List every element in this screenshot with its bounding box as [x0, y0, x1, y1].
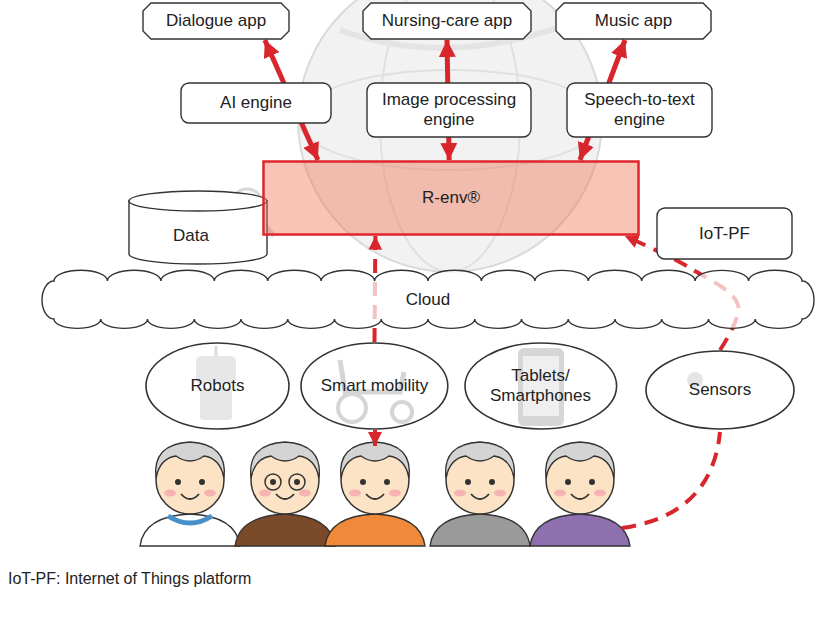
elderly-person [430, 442, 530, 546]
device-ellipse: Tablets/ Smartphones [464, 342, 618, 430]
rounded-outline [181, 83, 331, 123]
ellipse-outline [301, 343, 448, 429]
ellipse-outline [146, 343, 289, 429]
app-box: Music app [555, 2, 712, 40]
device-ellipse: Robots [145, 342, 290, 430]
cloud-outline [42, 270, 814, 328]
node-text: Smart mobility [321, 376, 429, 396]
elderly-person [530, 442, 630, 546]
device-ellipse: Sensors [645, 350, 795, 430]
node-text: IoT-PF [699, 224, 750, 244]
node-text: Robots [191, 376, 245, 396]
rounded-outline [657, 208, 792, 259]
node-text: Nursing-care app [382, 11, 512, 31]
node-text: Image processing engine [374, 90, 524, 129]
node-text: Sensors [689, 380, 751, 400]
platform-box: R-env® [262, 160, 640, 236]
rounded-outline [367, 83, 531, 137]
engine-box: AI engine [180, 82, 332, 124]
node-text: AI engine [220, 93, 292, 113]
node-text: Music app [595, 11, 672, 31]
elderly-person [140, 442, 240, 546]
ellipse-outline [465, 343, 617, 429]
app-box: Nursing-care app [362, 2, 532, 40]
engine-box: Speech-to-text engine [566, 82, 713, 138]
elderly-person [235, 442, 335, 546]
app-outline [556, 3, 711, 39]
dashed-extension [622, 432, 720, 528]
app-outline [143, 3, 289, 39]
node-text: Dialogue app [166, 11, 266, 31]
node-text: Speech-to-text engine [574, 90, 705, 129]
ellipse-outline [646, 351, 794, 429]
elderly-person [325, 442, 425, 546]
engine-box: Image processing engine [366, 82, 532, 138]
app-outline [363, 3, 531, 39]
rounded-outline [567, 83, 712, 137]
platform-box: IoT-PF [656, 207, 793, 260]
node-text: Cloud [406, 290, 450, 310]
device-ellipse: Smart mobility [300, 342, 449, 430]
data-store: Data [128, 190, 268, 264]
platform-outline [264, 162, 639, 235]
cylinder-top [129, 191, 267, 211]
node-text: Data [173, 226, 209, 246]
footnote: IoT-PF: Internet of Things platform [8, 570, 251, 588]
node-text: R-env® [422, 188, 480, 208]
node-text: Tablets/ Smartphones [484, 366, 596, 405]
dashed-extension [373, 430, 377, 446]
elderly-people [140, 442, 630, 546]
app-box: Dialogue app [142, 2, 290, 40]
cloud-shape: Cloud [40, 268, 816, 332]
